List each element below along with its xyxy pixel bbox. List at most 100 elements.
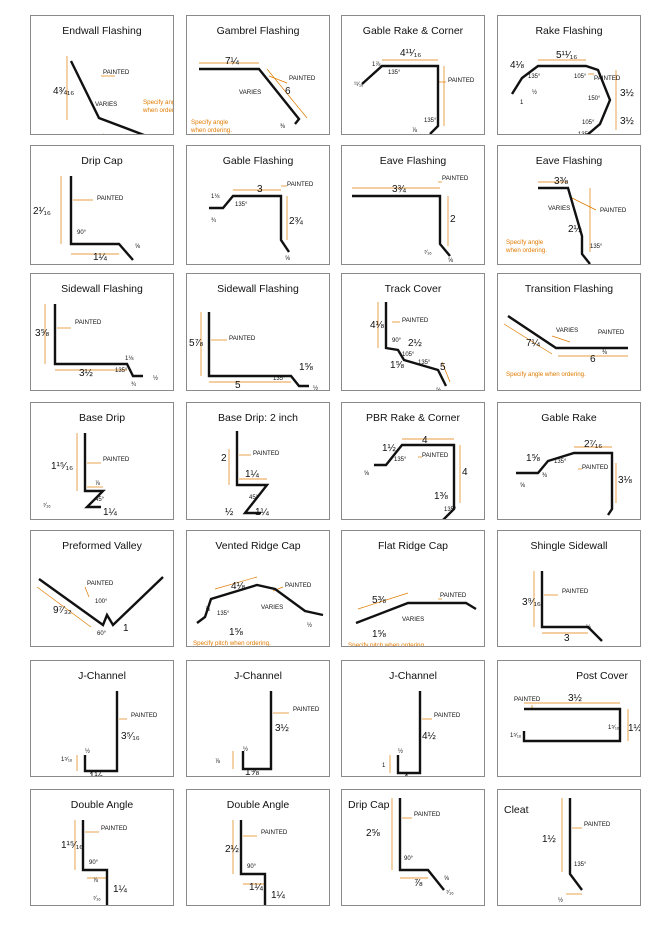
dimension-label: ⁷⁄₁₆ xyxy=(424,249,432,256)
dimension-label: 1¹⁵⁄₁₆ xyxy=(61,840,83,851)
metal-profile xyxy=(239,820,267,905)
metal-profile xyxy=(81,820,109,905)
metal-profile xyxy=(83,433,106,509)
card-title: Eave Flashing xyxy=(535,155,603,167)
dimension-label: ⅞ xyxy=(93,878,99,884)
metal-profile xyxy=(568,798,583,891)
angle-label: 90° xyxy=(77,230,87,236)
dimension-label: ⁷⁄₁₆ xyxy=(446,889,454,896)
flashing-card: Endwall Flashing4¾₁₆4½PAINTEDVARIESSpeci… xyxy=(30,15,174,135)
angle-label: 135° xyxy=(578,132,591,135)
angle-label: 90° xyxy=(247,864,257,870)
painted-label: PAINTED xyxy=(600,207,627,214)
dimension-label: 7¼ xyxy=(225,55,240,67)
dimension-label: 1⁵⁄₁₆ xyxy=(61,756,73,763)
card-title: Sidewall Flashing xyxy=(61,283,143,295)
dimension-label: ⅝ xyxy=(135,244,141,250)
angle-label: 45° xyxy=(95,497,105,503)
angle-label: 90° xyxy=(404,856,414,862)
dimension-label: 2⅝ xyxy=(366,828,381,839)
angle-label: 135° xyxy=(444,507,457,513)
angle-label: 135° xyxy=(115,368,128,374)
painted-label: PAINTED xyxy=(584,821,611,828)
dimension-label: 1½ xyxy=(628,723,641,734)
dimension-label: 1⅝ xyxy=(526,453,541,464)
dimension-label: 6 xyxy=(285,86,291,97)
card-title: Double Angle xyxy=(226,799,290,811)
angle-label: 135° xyxy=(590,244,603,250)
metal-profile xyxy=(83,691,119,773)
varies-label: VARIES xyxy=(95,101,117,108)
painted-label: PAINTED xyxy=(562,588,589,595)
dimension-label: ⅞ xyxy=(215,759,221,765)
metal-profile xyxy=(516,451,614,516)
dimension-label: 4 xyxy=(422,435,428,446)
dimension-label: ⁷⁄₁₆ xyxy=(43,502,51,509)
card-title: Gable Flashing xyxy=(222,155,294,167)
metal-profile xyxy=(355,601,477,625)
metal-profile xyxy=(384,302,448,387)
dimension-label: ½ xyxy=(532,89,537,96)
dimension-label: ½ xyxy=(307,622,312,629)
dimension-label: 1⁵⁄₁₆ xyxy=(608,724,620,731)
dimension-label: ⅝ xyxy=(582,264,588,265)
dimension-label: 1¼ xyxy=(93,251,108,263)
flashing-profile-diagram: 2½1¼1¼½90°PAINTED xyxy=(225,820,288,905)
dimension-label: 9⁷⁄₃₂ xyxy=(53,605,72,616)
dimension-label: 3½ xyxy=(620,116,635,127)
card-title: J-Channel xyxy=(389,670,437,682)
painted-label: PAINTED xyxy=(287,181,314,188)
dimension-label: 1½ xyxy=(382,443,397,454)
dimension-label: 1⅛ xyxy=(211,194,220,200)
painted-label: PAINTED xyxy=(293,706,320,713)
dimension-label: 3½ xyxy=(568,693,583,704)
dimension-label: 4¾₁₆ xyxy=(53,86,74,97)
dimension-label: 2⁷⁄₁₆ xyxy=(584,439,602,450)
dimension-line xyxy=(266,68,308,119)
metal-profile xyxy=(538,186,591,264)
metal-profile xyxy=(374,443,456,519)
metal-profile xyxy=(522,707,622,743)
painted-label: PAINTED xyxy=(103,456,130,463)
dimension-label: ½ xyxy=(153,375,158,382)
painted-label: PAINTED xyxy=(598,329,625,336)
varies-label: VARIES xyxy=(239,89,261,96)
dimension-label: 1⅛ xyxy=(125,356,134,362)
metal-profile xyxy=(196,583,324,624)
dimension-label: ½ xyxy=(398,748,403,755)
card-title: Gable Rake xyxy=(541,412,597,424)
dimension-label: 1⅝ xyxy=(229,627,244,638)
dimension-label: 1⅜ xyxy=(434,491,449,502)
painted-label: PAINTED xyxy=(289,75,316,82)
dimension-label: 3⅝ xyxy=(35,328,50,339)
metal-profile xyxy=(209,194,290,253)
metal-profile xyxy=(398,798,445,891)
dimension-label: 2 xyxy=(450,214,456,225)
card-title: Base Drip: 2 inch xyxy=(218,412,298,424)
painted-label: PAINTED xyxy=(87,580,114,587)
angle-label: 135° xyxy=(235,202,248,208)
dimension-line xyxy=(441,361,451,383)
dimension-label: ⅝ xyxy=(436,388,442,391)
